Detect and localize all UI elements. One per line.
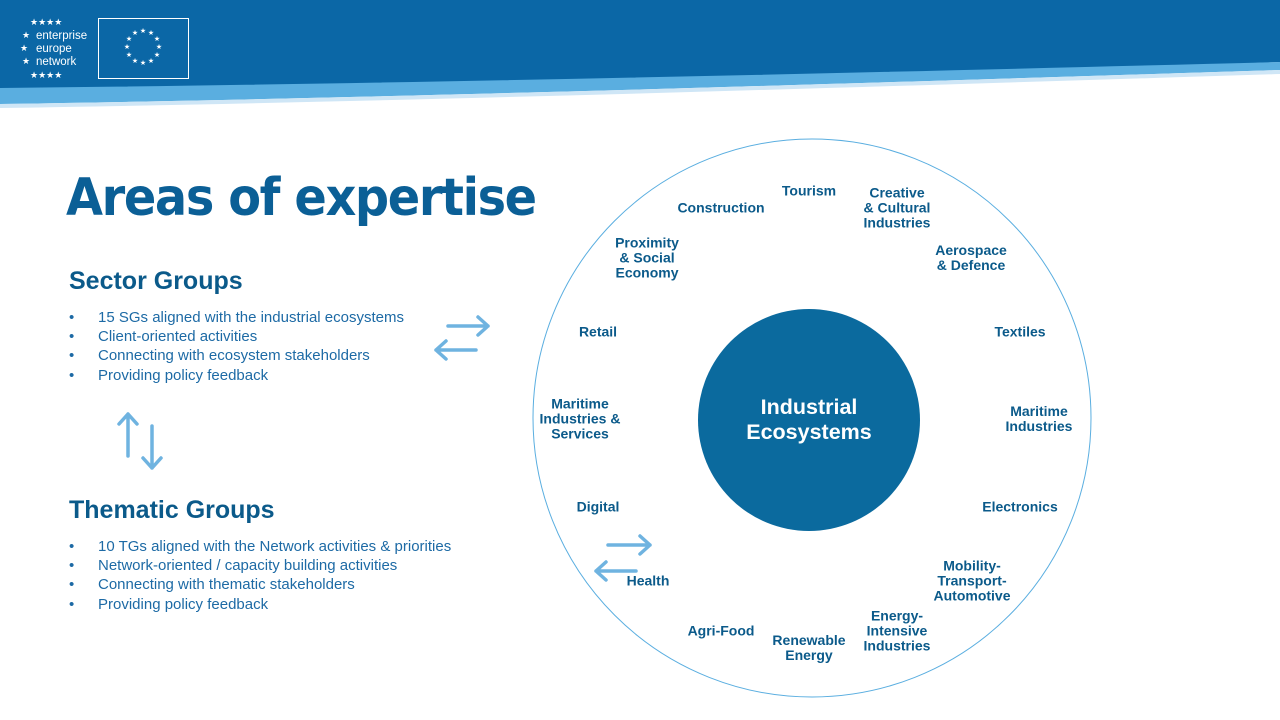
eu-flag-logo[interactable]: ★ ★ ★ ★ ★ ★ ★ ★ ★ ★ ★ ★ [98, 18, 189, 79]
list-item: Providing policy feedback [69, 366, 404, 385]
list-item: Network-oriented / capacity building act… [69, 556, 451, 575]
ecosystem-label: Health [626, 572, 670, 589]
ecosystem-label: Renewable Energy [772, 632, 846, 663]
ecosystem-label: Construction [677, 199, 765, 216]
eu-stars-icon: ★ ★ ★ ★ ★ ★ ★ ★ ★ ★ ★ ★ [124, 27, 162, 67]
svg-text:★: ★ [126, 51, 132, 59]
svg-text:★★★★: ★★★★ [30, 71, 62, 81]
svg-text:★★★★: ★★★★ [30, 18, 62, 28]
horizontal-exchange-arrows-icon [434, 315, 490, 361]
list-item: 15 SGs aligned with the industrial ecosy… [69, 308, 404, 327]
ecosystem-label: Mobility- Transport- Automotive [933, 557, 1011, 604]
ecosystem-label: Maritime Industries [1005, 403, 1073, 434]
industrial-ecosystems-center: Industrial Ecosystems [746, 395, 872, 444]
ecosystem-label: Energy- Intensive Industries [863, 607, 931, 654]
ecosystem-label: Digital [576, 498, 620, 515]
svg-text:★: ★ [126, 35, 132, 43]
svg-text:★: ★ [124, 43, 130, 51]
ecosystem-label: Tourism [781, 182, 837, 199]
sector-groups-heading: Sector Groups [69, 267, 243, 295]
logo-stars-icon: ★★★★ ★ ★ ★ ★★★★ [20, 18, 62, 81]
svg-text:★: ★ [132, 29, 138, 37]
svg-text:★: ★ [156, 43, 162, 51]
ecosystem-label: Agri-Food [687, 622, 755, 639]
svg-text:★: ★ [140, 59, 146, 67]
svg-text:★: ★ [148, 29, 154, 37]
sector-groups-list: 15 SGs aligned with the industrial ecosy… [69, 308, 404, 385]
thematic-groups-list: 10 TGs aligned with the Network activiti… [69, 537, 451, 614]
svg-text:★: ★ [22, 57, 30, 67]
svg-text:★: ★ [140, 27, 146, 35]
slide-title: Areas of expertise [66, 168, 537, 228]
list-item: Client-oriented activities [69, 327, 404, 346]
ecosystem-label: Proximity & Social Economy [615, 234, 679, 281]
header-banner [0, 0, 1280, 108]
ecosystem-label: Electronics [982, 498, 1058, 515]
ecosystem-label: Maritime Industries & Services [539, 395, 621, 442]
svg-text:★: ★ [154, 35, 160, 43]
logo-line-3: network [36, 56, 77, 68]
logo-line-1: enterprise [36, 30, 88, 42]
ecosystem-label: Retail [578, 323, 618, 340]
svg-text:★: ★ [22, 31, 30, 41]
vertical-exchange-arrows-icon [117, 412, 163, 470]
thematic-groups-heading: Thematic Groups [69, 496, 275, 524]
een-logo[interactable]: ★★★★ ★ ★ ★ ★★★★ enterprise europe networ… [20, 16, 100, 82]
list-item: Providing policy feedback [69, 595, 451, 614]
list-item: 10 TGs aligned with the Network activiti… [69, 537, 451, 556]
list-item: Connecting with ecosystem stakeholders [69, 346, 404, 365]
list-item: Connecting with thematic stakeholders [69, 575, 451, 594]
ecosystem-label: Creative & Cultural Industries [863, 184, 931, 231]
svg-text:★: ★ [154, 51, 160, 59]
ecosystem-label: Textiles [994, 323, 1046, 340]
svg-text:★: ★ [132, 57, 138, 65]
logo-line-2: europe [36, 43, 72, 55]
ecosystem-label: Aerospace & Defence [935, 242, 1007, 273]
svg-text:★: ★ [148, 57, 154, 65]
svg-text:★: ★ [20, 44, 28, 54]
